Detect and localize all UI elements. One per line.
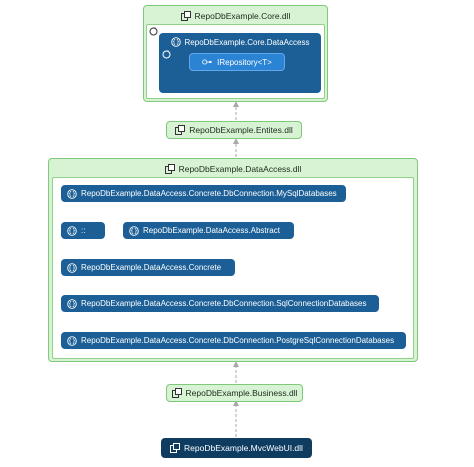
interface-irepository-label: IRepository<T> <box>217 57 272 67</box>
assembly-entities[interactable]: RepoDbExample.Entites.dll <box>166 121 302 139</box>
namespace-mysql-databases[interactable]: {} RepoDbExample.DataAccess.Concrete.DbC… <box>61 185 346 202</box>
svg-text:{}: {} <box>68 338 76 345</box>
namespace-abstract[interactable]: {} RepoDbExample.DataAccess.Abstract <box>123 222 294 239</box>
namespace-sql-connection-databases[interactable]: {} RepoDbExample.DataAccess.Concrete.DbC… <box>61 295 379 312</box>
namespace-braces-icon: {} <box>67 188 77 199</box>
assembly-mvcwebui-label: RepoDbExample.MvcWebUI.dll <box>184 443 303 453</box>
namespace-concrete-label: RepoDbExample.DataAccess.Concrete <box>81 263 222 272</box>
interface-irepository[interactable]: IRepository<T> <box>189 53 285 71</box>
namespace-braces-icon: {} <box>129 225 139 236</box>
namespace-braces-icon: {} <box>67 262 77 273</box>
namespace-core-dataaccess-label: RepoDbExample.Core.DataAccess <box>184 37 310 47</box>
svg-text:{}: {} <box>68 228 76 235</box>
assembly-business-label: RepoDbExample.Business.dll <box>185 388 298 398</box>
namespace-braces-icon: {} <box>67 225 77 236</box>
namespace-empty-label: :: <box>81 226 86 235</box>
collapse-icon[interactable] <box>162 50 171 59</box>
svg-text:{}: {} <box>172 39 180 46</box>
assembly-icon <box>164 164 175 174</box>
assembly-icon <box>171 388 182 398</box>
svg-text:{}: {} <box>68 301 76 308</box>
namespace-braces-icon: {} <box>170 37 181 47</box>
namespace-empty[interactable]: {} :: <box>61 222 105 239</box>
namespace-braces-icon: {} <box>67 335 77 346</box>
namespace-concrete[interactable]: {} RepoDbExample.DataAccess.Concrete <box>61 259 235 276</box>
interface-icon <box>202 59 213 65</box>
namespace-braces-icon: {} <box>67 298 77 309</box>
assembly-core-content: {} RepoDbExample.Core.DataAccess IReposi… <box>146 24 325 99</box>
assembly-icon <box>170 443 181 453</box>
namespace-postgresql-connection-databases-label: RepoDbExample.DataAccess.Concrete.DbConn… <box>81 336 395 345</box>
assembly-mvcwebui[interactable]: RepoDbExample.MvcWebUI.dll <box>161 438 312 458</box>
namespace-core-dataaccess[interactable]: {} RepoDbExample.Core.DataAccess IReposi… <box>159 33 321 93</box>
assembly-core[interactable]: RepoDbExample.Core.dll {} RepoDbExample.… <box>143 5 328 102</box>
svg-text:{}: {} <box>130 228 138 235</box>
assembly-dataaccess-label: RepoDbExample.DataAccess.dll <box>178 164 302 174</box>
namespace-sql-connection-databases-label: RepoDbExample.DataAccess.Concrete.DbConn… <box>81 299 367 308</box>
assembly-icon <box>175 125 186 135</box>
assembly-icon <box>180 11 191 21</box>
assembly-business[interactable]: RepoDbExample.Business.dll <box>166 384 303 402</box>
assembly-core-label: RepoDbExample.Core.dll <box>194 11 291 21</box>
collapse-icon[interactable] <box>149 27 158 36</box>
svg-text:{}: {} <box>68 265 76 272</box>
assembly-entities-label: RepoDbExample.Entites.dll <box>189 125 293 135</box>
svg-text:{}: {} <box>68 191 76 198</box>
namespace-mysql-databases-label: RepoDbExample.DataAccess.Concrete.DbConn… <box>81 189 337 198</box>
namespace-postgresql-connection-databases[interactable]: {} RepoDbExample.DataAccess.Concrete.DbC… <box>61 332 406 349</box>
namespace-abstract-label: RepoDbExample.DataAccess.Abstract <box>143 226 280 235</box>
